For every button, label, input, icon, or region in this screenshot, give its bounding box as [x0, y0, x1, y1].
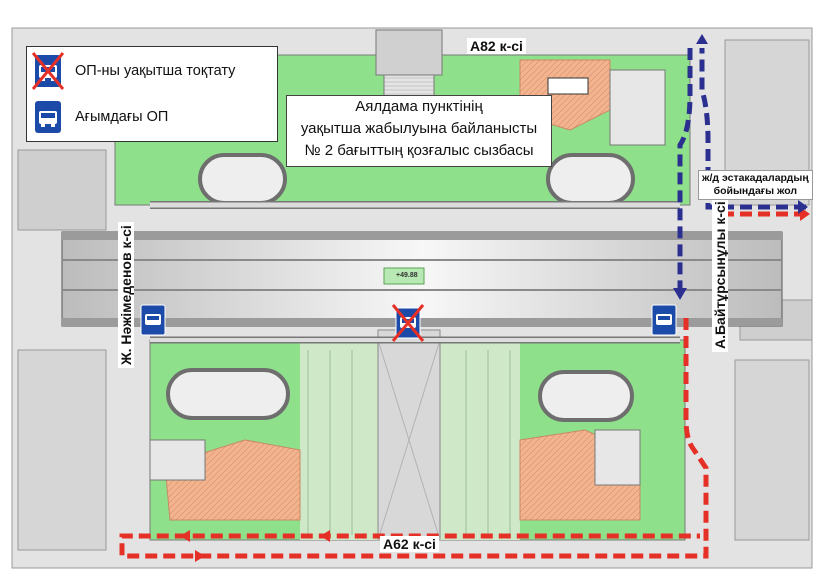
- bus-stop-left-icon: [140, 304, 166, 336]
- road-note-line-1: ж/д эстакадалардың: [702, 172, 809, 184]
- legend-label-closed: ОП-ны уақытша тоқтату: [75, 63, 236, 79]
- title-line-2: уақытша жабылуына байланысты: [300, 120, 538, 137]
- legend-item-current: Ағымдағы ОП: [35, 99, 168, 135]
- street-label-top: А82 к-сі: [467, 38, 526, 54]
- bus-stop-crossed-icon: [32, 52, 64, 90]
- road-note-line-2: бойындағы жол: [713, 185, 798, 197]
- bus-stop-icon: [35, 101, 61, 133]
- elevation-mark: +49.88: [396, 272, 418, 279]
- legend-item-closed: ОП-ны уақытша тоқтату: [32, 52, 236, 90]
- street-label-bottom: А62 к-сі: [380, 536, 439, 552]
- legend-label-current: Ағымдағы ОП: [75, 109, 169, 125]
- road-note: ж/д эстакадалардың бойындағы жол: [698, 170, 813, 200]
- legend: ОП-ны уақытша тоқтату Ағымдағы ОП: [26, 46, 278, 142]
- map-title: Аялдама пунктінің уақытша жабылуына байл…: [286, 95, 552, 167]
- street-label-left: Ж. Нәжімеденов к-сі: [118, 222, 134, 368]
- bus-stop-right-icon: [651, 304, 677, 336]
- street-label-right: А.Байтұрсынұлы к-сі: [712, 198, 728, 352]
- title-line-1: Аялдама пунктінің: [355, 98, 483, 115]
- title-line-3: № 2 бағыттың қозғалыс сызбасы: [304, 142, 534, 159]
- bus-stop-closed-icon: [391, 304, 425, 342]
